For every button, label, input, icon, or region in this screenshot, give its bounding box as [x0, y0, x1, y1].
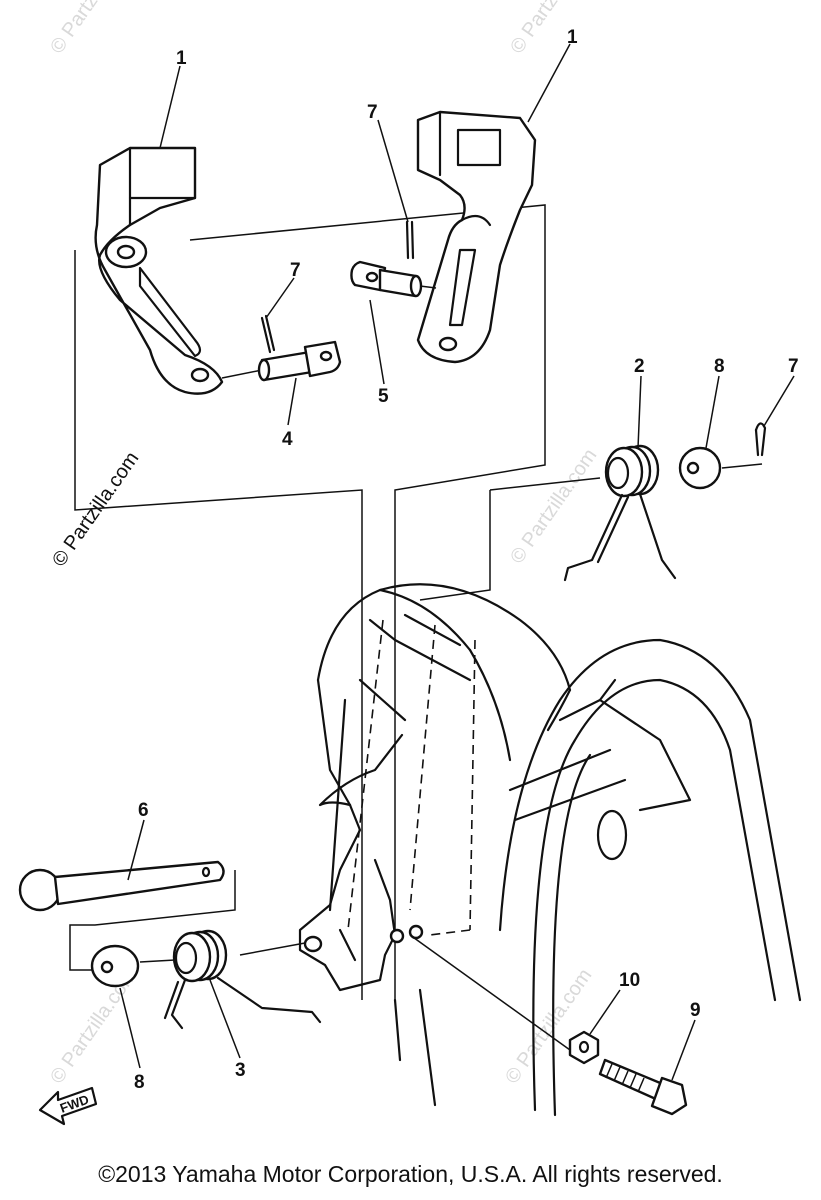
- parts-diagram: © Partzilla.com © Partzilla.com © Partzi…: [18, 0, 802, 1126]
- reference-lines: [69, 204, 763, 1051]
- callout-7-upper: 7: [367, 102, 378, 123]
- callout-1-left: 1: [176, 48, 187, 69]
- pin-clevis-5: [350, 220, 437, 298]
- spring-2-group: [563, 422, 767, 582]
- spring-3-group: [90, 929, 322, 1030]
- callout-4: 4: [282, 429, 293, 450]
- callout-3: 3: [235, 1060, 246, 1081]
- watermark-top-left: © Partzilla.com: [46, 0, 141, 58]
- copyright-notice: ©2013 Yamaha Motor Corporation, U.S.A. A…: [98, 1161, 723, 1187]
- bracket-right: [416, 110, 537, 364]
- watermark-bottom-center: © Partzilla.com: [501, 965, 596, 1088]
- callout-5: 5: [378, 386, 389, 407]
- callout-7-right: 7: [788, 356, 799, 377]
- callout-6: 6: [138, 800, 149, 821]
- callout-1-right: 1: [567, 27, 578, 48]
- watermark-top-right: © Partzilla.com: [506, 0, 601, 58]
- callout-2: 2: [634, 356, 645, 377]
- callout-8-upper: 8: [714, 356, 725, 377]
- callout-7-mid: 7: [290, 260, 301, 281]
- fwd-arrow: FWD: [38, 1086, 98, 1126]
- watermark-mid-right: © Partzilla.com: [506, 445, 601, 568]
- swivel-frame: [298, 583, 802, 1117]
- callout-10: 10: [619, 970, 640, 991]
- watermark-left: © Partzilla.com: [48, 448, 143, 571]
- callouts: 1 1 7 7 5 4 2 8 7 6 8 3 10 9: [119, 27, 799, 1093]
- bracket-left: [94, 146, 224, 395]
- pin-6: [18, 860, 225, 912]
- nut-bolt-group: [568, 1030, 688, 1116]
- pin-clevis-4: [221, 314, 342, 382]
- callout-9: 9: [690, 1000, 701, 1021]
- callout-8-lower: 8: [134, 1072, 145, 1093]
